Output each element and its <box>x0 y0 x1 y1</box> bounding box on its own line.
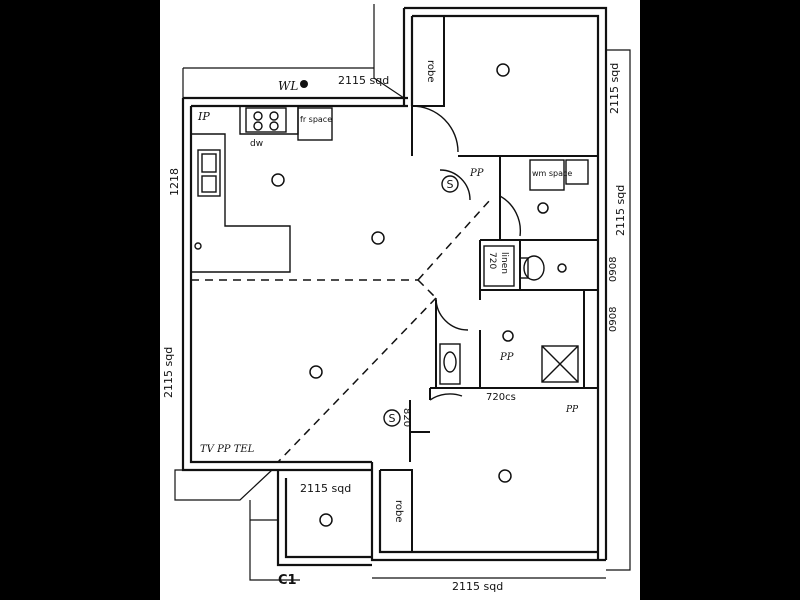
smoke-symbol-bottom: S <box>389 412 396 425</box>
door-swings <box>411 105 522 401</box>
note-tv-pp-tel: TV PP TEL <box>200 444 255 455</box>
smoke-symbol-top: S <box>447 178 454 191</box>
light-laundry <box>537 202 549 214</box>
label-dw: dw <box>250 139 263 149</box>
room-labels: robe robe 2115 sqd 2115 sqd 2115 sqd 211… <box>162 60 627 593</box>
label-robe-bottom: robe <box>393 500 404 523</box>
light-bed-top <box>496 63 510 77</box>
label-sqd-top-window: 2115 sqd <box>338 74 389 87</box>
label-dim-1218: 1218 <box>168 168 181 196</box>
label-wm-space: wm space <box>532 169 572 178</box>
light-dining <box>371 231 385 245</box>
wet-area-fixtures <box>439 159 589 385</box>
light-c1 <box>319 513 333 527</box>
zone-lines <box>191 199 491 463</box>
kitchen-benches <box>191 106 333 273</box>
label-corner-c1: C1 <box>278 573 297 588</box>
label-sqd-bottom-left: 2115 sqd <box>300 482 351 495</box>
label-dim-0908-lower: 0908 <box>608 307 619 332</box>
smoke-detectors: S S <box>383 175 459 427</box>
handwritten-notes: WL IP PP PP PP TV PP TEL <box>197 79 579 455</box>
label-linen: linen <box>499 252 509 274</box>
light-bed-bottom <box>498 469 512 483</box>
note-pp-bed: PP <box>565 405 579 415</box>
label-dim-720-linen: 720 <box>487 252 497 269</box>
label-sqd-left: 2115 sqd <box>162 347 175 398</box>
label-fr-space: fr space <box>300 115 332 124</box>
ceiling-lights <box>271 63 567 527</box>
light-wc <box>557 263 567 273</box>
note-pp-bath: PP <box>499 352 514 363</box>
label-dim-820: 820 <box>401 408 412 427</box>
label-sqd-right-upper: 2115 sqd <box>608 63 621 114</box>
exterior-walls <box>181 6 608 567</box>
label-dim-0908-upper: 0908 <box>608 257 619 282</box>
light-living <box>309 365 323 379</box>
light-kitchen <box>271 173 285 187</box>
light-bath <box>502 330 514 342</box>
note-ip: IP <box>197 110 210 123</box>
balcony-outlines <box>174 4 631 581</box>
interior-walls <box>380 16 598 552</box>
note-pp-top: PP <box>469 168 484 179</box>
label-robe-top: robe <box>425 60 436 83</box>
label-sqd-bottom: 2115 sqd <box>452 580 503 593</box>
note-wl: WL <box>278 79 298 93</box>
label-sqd-right-middle: 2115 sqd <box>614 185 627 236</box>
label-dim-720cs: 720cs <box>486 392 516 403</box>
